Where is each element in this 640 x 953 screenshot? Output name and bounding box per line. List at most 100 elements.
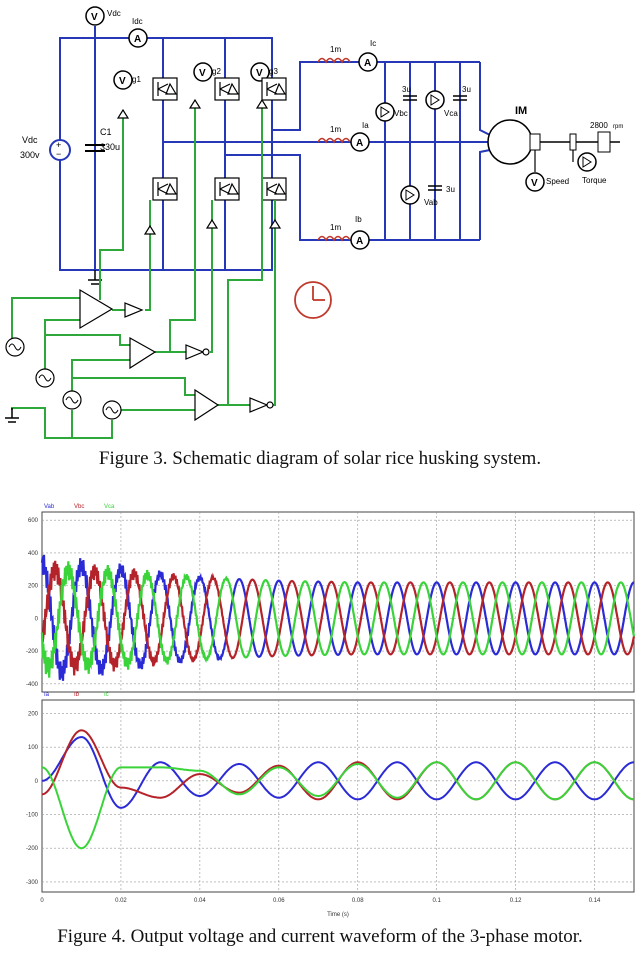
svg-text:V: V bbox=[119, 76, 126, 87]
current-y-ticks: 200 100 0 -100 -200 -300 bbox=[26, 711, 39, 885]
y-tick-label: 600 bbox=[28, 518, 39, 524]
x-tick-label: 0.12 bbox=[510, 898, 522, 904]
x-tick-label: 0 bbox=[40, 898, 44, 904]
legend-entry: Vbc bbox=[74, 504, 84, 510]
svg-text:g1: g1 bbox=[132, 75, 141, 84]
line-inductors bbox=[317, 57, 351, 242]
y-tick-label: -100 bbox=[26, 813, 39, 819]
x-tick-label: 0.08 bbox=[352, 898, 364, 904]
y-tick-label: -300 bbox=[26, 880, 39, 886]
gate-meter-g2: V g2 bbox=[193, 62, 221, 82]
time-x-ticks: 0 0.02 0.04 0.06 0.08 0.1 0.12 0.14 bbox=[40, 898, 601, 904]
svg-text:Ib: Ib bbox=[355, 215, 362, 224]
svg-text:Speed: Speed bbox=[546, 177, 569, 186]
speed-value: 2800 bbox=[590, 121, 608, 130]
ammeter-ic: A Ic bbox=[358, 39, 378, 72]
y-tick-label: 100 bbox=[28, 745, 39, 751]
cap-bc-label: 3u bbox=[402, 85, 411, 94]
x-tick-label: 0.06 bbox=[273, 898, 285, 904]
current-legend: Ia Ib Ic bbox=[44, 692, 109, 698]
series-line-vab bbox=[40, 554, 635, 681]
y-tick-label: 0 bbox=[35, 779, 39, 785]
svg-text:A: A bbox=[134, 34, 141, 45]
current-plot-frame bbox=[41, 699, 635, 893]
source-name: Vdc bbox=[22, 135, 38, 145]
cap-name: C1 bbox=[100, 127, 112, 137]
dc-capacitor: C1 330u bbox=[85, 127, 120, 152]
series-line-ic bbox=[42, 761, 635, 850]
svg-text:V: V bbox=[256, 68, 263, 79]
x-axis-label: Time (s) bbox=[327, 912, 349, 918]
cap-ab-label: 3u bbox=[446, 185, 455, 194]
svg-text:V: V bbox=[531, 178, 538, 189]
legend-entry: Ia bbox=[44, 692, 50, 698]
svg-text:Idc: Idc bbox=[132, 17, 143, 26]
control-blocks bbox=[5, 98, 282, 422]
x-tick-label: 0.04 bbox=[194, 898, 206, 904]
x-tick-label: 0.14 bbox=[589, 898, 601, 904]
figure3-caption: Figure 3. Schematic diagram of solar ric… bbox=[98, 448, 542, 469]
legend-entry: Vca bbox=[104, 504, 115, 510]
svg-text:IM: IM bbox=[515, 105, 527, 117]
svg-text:Vca: Vca bbox=[444, 109, 458, 118]
series-line-vca bbox=[40, 561, 636, 678]
svg-text:Vab: Vab bbox=[424, 198, 438, 207]
cap-ca-label: 3u bbox=[462, 85, 471, 94]
legend-entry: Vab bbox=[44, 504, 55, 510]
clock-icon bbox=[294, 281, 332, 319]
svg-text:A: A bbox=[364, 58, 371, 69]
voltmeter-vca: Vca bbox=[425, 90, 458, 118]
svg-text:g3: g3 bbox=[269, 67, 278, 76]
gate-meter-g3: V g3 bbox=[250, 62, 278, 82]
voltage-legend: Vab Vbc Vca bbox=[44, 504, 115, 510]
svg-text:+: + bbox=[56, 140, 61, 150]
vdc-meter: V Vdc bbox=[85, 6, 121, 38]
ammeter-ia: A Ia bbox=[350, 121, 370, 152]
inductor-c-label: 1m bbox=[330, 45, 341, 54]
speed-sensor: V Speed bbox=[525, 150, 569, 192]
svg-text:A: A bbox=[356, 138, 363, 149]
voltmeter-vab: Vab bbox=[400, 185, 438, 207]
current-series bbox=[42, 729, 635, 850]
idc-meter: A Idc bbox=[128, 17, 148, 48]
sine-source-icons bbox=[8, 343, 119, 414]
x-tick-label: 0.1 bbox=[432, 898, 441, 904]
igbt-switches bbox=[152, 77, 287, 201]
gate-meter-g1: V g1 bbox=[113, 70, 141, 90]
y-tick-label: -200 bbox=[26, 649, 39, 655]
legend-entry: Ib bbox=[74, 692, 80, 698]
y-tick-label: 200 bbox=[28, 711, 39, 717]
svg-text:Ia: Ia bbox=[362, 121, 369, 130]
filter-capacitors bbox=[403, 95, 467, 191]
cap-value: 330u bbox=[100, 142, 120, 152]
speed-unit: rpm bbox=[613, 124, 623, 130]
svg-text:g2: g2 bbox=[212, 67, 221, 76]
y-tick-label: 400 bbox=[28, 551, 39, 557]
torque-sensor: Torque bbox=[572, 150, 607, 185]
svg-text:Torque: Torque bbox=[582, 176, 607, 185]
ammeter-ib: A Ib bbox=[350, 215, 370, 250]
y-tick-label: -200 bbox=[26, 846, 39, 852]
svg-text:Vbc: Vbc bbox=[394, 109, 408, 118]
voltage-plot-grid bbox=[42, 512, 634, 692]
svg-text:Ic: Ic bbox=[370, 39, 376, 48]
ground-icon-control bbox=[5, 408, 19, 423]
inductor-b-label: 1m bbox=[330, 223, 341, 232]
x-tick-label: 0.02 bbox=[115, 898, 127, 904]
svg-text:V: V bbox=[91, 12, 98, 23]
svg-text:V: V bbox=[199, 68, 206, 79]
voltage-series bbox=[40, 554, 636, 681]
y-tick-label: 0 bbox=[35, 616, 39, 622]
legend-entry: Ic bbox=[104, 692, 109, 698]
source-value: 300v bbox=[20, 150, 40, 160]
figure4-caption: Figure 4. Output voltage and current wav… bbox=[57, 926, 583, 947]
svg-text:Vdc: Vdc bbox=[107, 9, 121, 18]
dc-source: + − Vdc 300v bbox=[20, 135, 71, 161]
svg-text:−: − bbox=[56, 149, 61, 159]
y-tick-label: 200 bbox=[28, 584, 39, 590]
schematic-diagram: + − Vdc 300v C1 330u V Vdc A Idc V g1 V … bbox=[5, 6, 623, 439]
voltmeter-vbc: Vbc bbox=[375, 102, 408, 122]
inductor-a-label: 1m bbox=[330, 125, 341, 134]
